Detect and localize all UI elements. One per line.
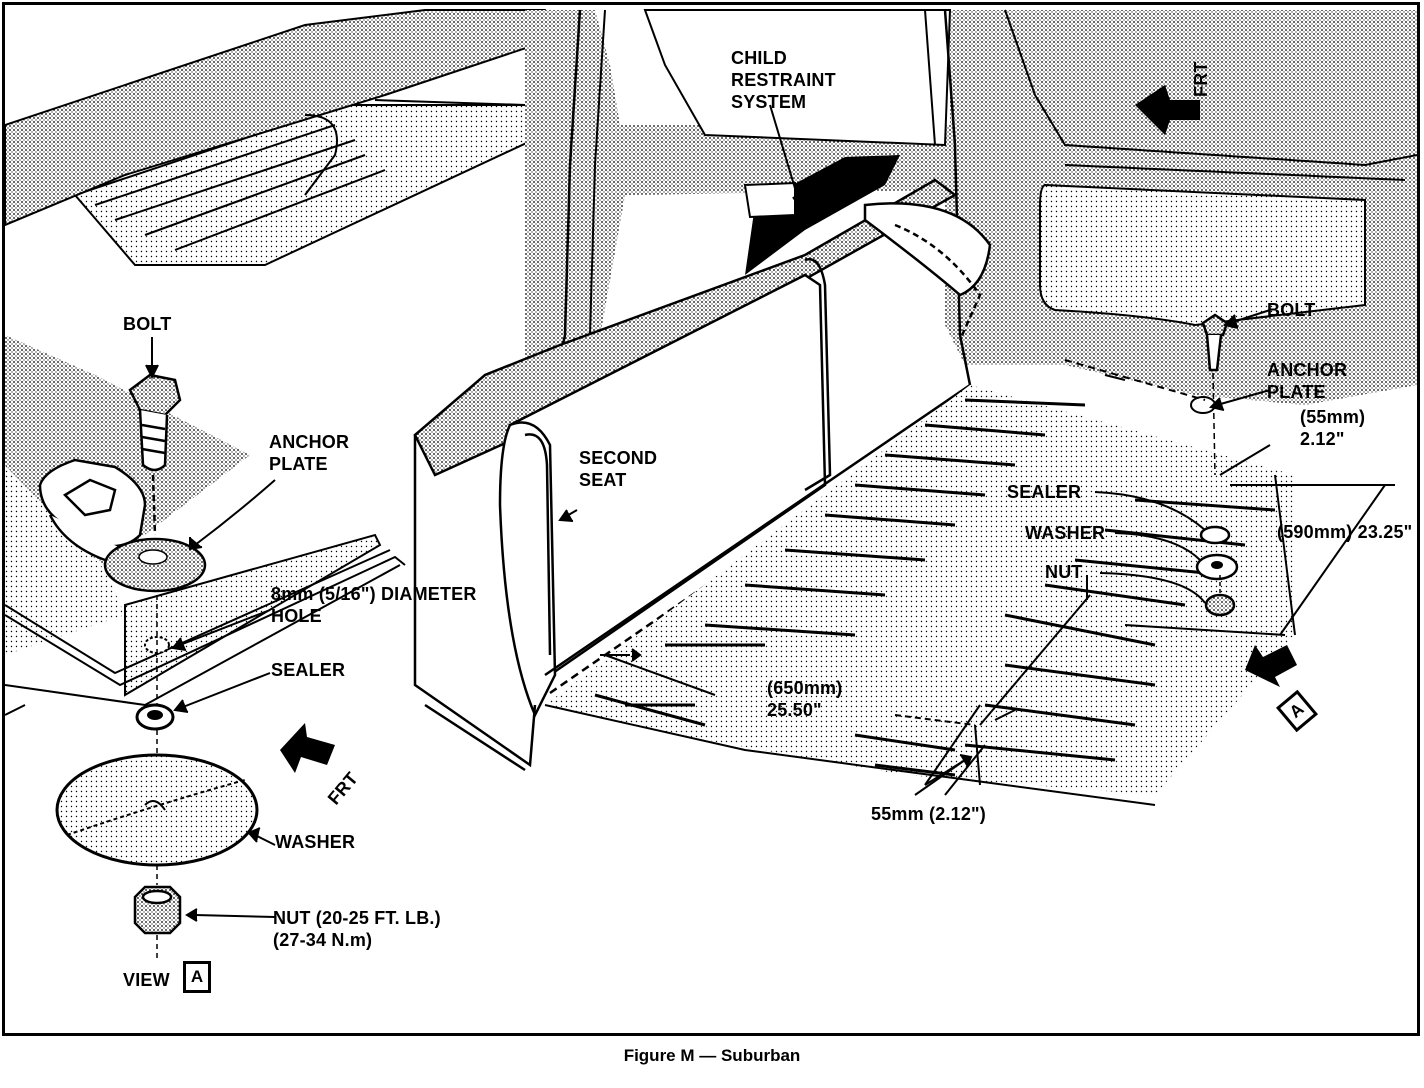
left-washer-icon — [55, 753, 259, 885]
suburban-seat-anchor-illustration — [5, 9, 1417, 960]
washer-label-right: WASHER — [1025, 523, 1106, 543]
view-a-arrow-icon — [1245, 645, 1297, 687]
hole-label: 8mm (5/16") DIAMETER HOLE — [271, 584, 477, 626]
anchor-plate-label-left: ANCHOR PLATE — [269, 432, 350, 474]
dimension-590mm: (590mm) 23.25" — [1277, 522, 1413, 542]
second-seat-label: SECOND SEAT — [579, 448, 658, 490]
right-bolt-icon — [1201, 313, 1229, 476]
right-frt-arrow-icon — [1135, 85, 1200, 135]
right-washer-icon — [1195, 553, 1239, 581]
nut-label-left: NUT (20-25 FT. LB.) (27-34 N.m) — [273, 908, 441, 950]
second-seat — [413, 178, 992, 772]
left-sealer-icon — [135, 703, 175, 755]
sealer-label-left: SEALER — [271, 660, 346, 680]
dimension-55mm-bottom: 55mm (2.12") — [871, 804, 986, 824]
right-nut-icon — [1204, 575, 1236, 617]
washer-label-left: WASHER — [275, 832, 356, 852]
left-frt-arrow-icon — [280, 723, 335, 773]
frt-label-top: FRT — [1191, 61, 1211, 97]
right-anchor-plate — [1190, 396, 1216, 414]
view-label: VIEW — [123, 970, 170, 990]
view-a-marker-left: A — [183, 961, 211, 993]
left-anchor-plate — [103, 537, 207, 593]
figure-frame: CHILD RESTRAINT SYSTEM FRT BOLT ANCHOR P… — [2, 2, 1420, 1036]
right-sealer-icon — [1199, 525, 1231, 545]
anchor-plate-label-right: ANCHOR PLATE — [1267, 360, 1348, 402]
left-nut-icon — [133, 885, 182, 960]
front-floor-panel — [5, 9, 568, 266]
left-hole — [144, 595, 170, 705]
dimension-lines — [604, 359, 1395, 796]
bolt-label-left: BOLT — [123, 314, 172, 334]
figure-caption: Figure M — Suburban — [623, 1046, 801, 1065]
dimension-650mm: (650mm) 25.50" — [767, 678, 843, 720]
child-restraint-panel — [743, 155, 900, 275]
child-restraint-label: CHILD RESTRAINT SYSTEM — [731, 48, 836, 112]
cargo-floor — [544, 385, 1296, 806]
bolt-label-right: BOLT — [1267, 300, 1316, 320]
nut-label-right: NUT — [1045, 562, 1083, 582]
sealer-label-right: SEALER — [1007, 482, 1082, 502]
dimension-55mm-top: (55mm) 2.12" — [1300, 407, 1366, 449]
